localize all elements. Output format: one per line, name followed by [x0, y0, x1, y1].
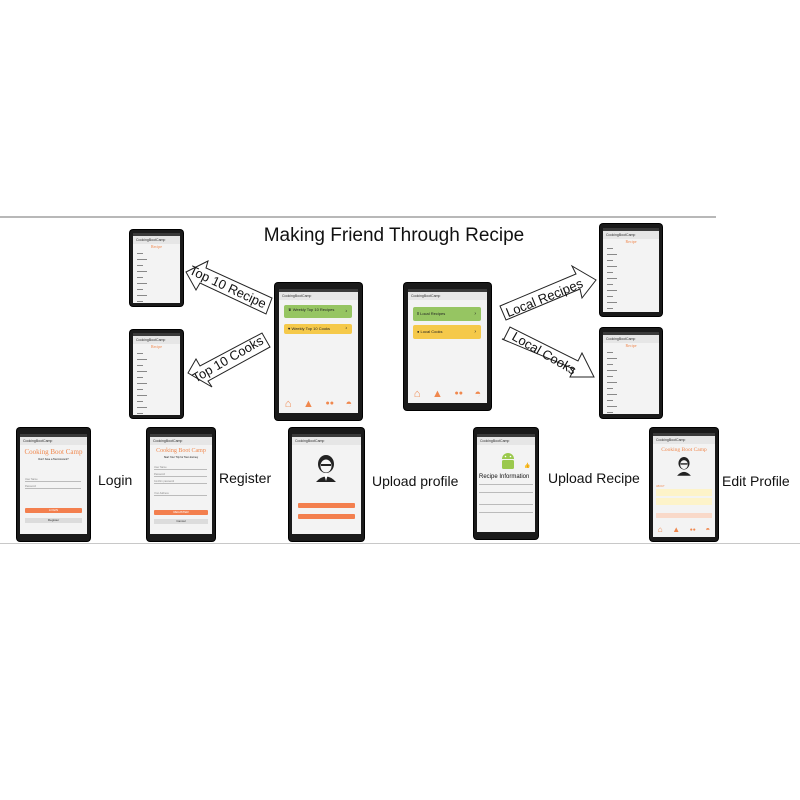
chevron-right-icon: › [345, 308, 347, 314]
edit-profile-label: Edit Profile [722, 473, 790, 489]
password-field[interactable]: Password [25, 485, 81, 489]
hat-icon[interactable]: ▲ [672, 525, 681, 534]
thumbs-up-icon[interactable]: 👍 [524, 463, 531, 469]
top-divider [0, 216, 716, 218]
cook-list [133, 349, 180, 415]
bottom-nav: ⌂ ▲ ●● ◓ [279, 398, 358, 410]
weekly-top-recipes-button[interactable]: ♛ Weekly Top 10 Recipes › [284, 305, 352, 318]
bottom-nav: ⌂ ▲ ●● ◓ [653, 525, 715, 535]
phone-register: CookingBootCamp Cooking Boot Camp Start … [147, 428, 215, 541]
register-button[interactable]: REGISTER [154, 510, 208, 515]
chevron-right-icon: › [474, 311, 476, 317]
chevron-right-icon: › [345, 325, 347, 332]
local-recipes-arrow: Local Recipes [499, 264, 597, 321]
username-field[interactable]: User Name [25, 478, 81, 482]
phone-login: CookingBootCamp Cooking Boot Camp Don't … [17, 428, 90, 541]
recipe-heading: Recipe [150, 244, 163, 249]
local-recipes-arrow-label: Local Recipes [504, 275, 586, 320]
diagram-title: Making Friend Through Recipe [263, 225, 525, 246]
recipe-heading: Recipe [625, 239, 637, 244]
dots-icon[interactable]: ●● [689, 527, 696, 533]
phone-local-menu: CookingBootCamp Ⅱ Local Recipes › ● Loca… [404, 283, 491, 410]
home-icon[interactable]: ⌂ [657, 525, 663, 534]
upload-profile-label: Upload profile [372, 473, 459, 489]
recipe-info-heading: Recipe Information [479, 474, 530, 480]
medal-icon: ♥ [288, 326, 291, 331]
save-profile-button[interactable] [298, 514, 355, 519]
login-tagline: Don't have a Tast Account? [38, 458, 69, 461]
home-icon[interactable]: ⌂ [413, 388, 421, 400]
top-recipe-arrow-label: Top 10 Recipe [187, 263, 269, 312]
dots-icon[interactable]: ●● [454, 390, 463, 397]
profile-section-label: ABOUT [656, 485, 665, 488]
top-cooks-arrow: Top 10 Cooks [187, 332, 271, 388]
register-password[interactable]: Password [154, 473, 207, 477]
local-cooks-arrow-label: Local Cooks [510, 329, 580, 378]
phone-local-recipes: CookingBootCamp Recipe [600, 224, 662, 316]
chevron-right-icon: › [474, 329, 476, 335]
profile-field-1[interactable] [656, 489, 712, 496]
home-icon[interactable]: ⌂ [284, 398, 292, 410]
phone-top-recipes: CookingBootCamp Recipe [130, 230, 183, 306]
brand-title: Cooking Boot Camp [661, 447, 707, 453]
fork-knife-icon: Ⅱ [417, 311, 419, 316]
phone-top-cooks: CookingBootCamp Recipe [130, 330, 183, 418]
local-cooks-arrow: Local Cooks [501, 326, 595, 378]
register-tagline: Start Your Trip for Tast Journey [163, 456, 199, 459]
upload-photo-button[interactable] [298, 503, 355, 508]
local-cooks-button[interactable]: ● Local Cooks › [413, 325, 481, 339]
profile-icon[interactable]: ◓ [474, 388, 482, 400]
phone-local-cooks: CookingBootCamp Recipe [600, 328, 662, 418]
login-label: Login [98, 472, 133, 488]
local-recipes-button[interactable]: Ⅱ Local Recipes › [413, 307, 481, 321]
android-icon [502, 453, 514, 469]
upload-recipe-label: Upload Recipe [548, 470, 640, 486]
register-label: Register [219, 470, 272, 486]
recipe-heading: Recipe [625, 343, 637, 348]
profile-field-3[interactable] [656, 513, 712, 518]
phone-upload-profile: CookingBootCamp [289, 428, 364, 541]
register-confirm[interactable]: Confirm password [154, 480, 207, 484]
profile-icon[interactable]: ◓ [705, 525, 711, 534]
recipe-list [603, 244, 659, 312]
bottom-nav: ⌂ ▲ ●● ◓ [408, 388, 487, 400]
location-pin-icon: ● [417, 329, 420, 334]
phone-edit-profile: CookingBootCamp Cooking Boot Camp ABOUT … [650, 428, 718, 541]
hat-icon[interactable]: ▲ [303, 398, 314, 410]
brand-title: Cooking Boot Camp [24, 448, 83, 456]
profile-field-2[interactable] [656, 498, 712, 505]
avatar [677, 457, 691, 476]
avatar [316, 455, 336, 482]
weekly-top-cooks-button[interactable]: ♥ Weekly Top 10 Cooks › [284, 324, 352, 334]
bottom-divider [0, 543, 800, 544]
register-username[interactable]: User Name [154, 466, 207, 470]
top-recipe-arrow: Top 10 Recipe [185, 260, 273, 315]
phone-weekly-menu: CookingBootCamp ♛ Weekly Top 10 Recipes … [275, 283, 362, 420]
recipe-list [133, 249, 180, 303]
login-button[interactable]: LOGIN [25, 508, 82, 513]
cook-list [603, 348, 659, 414]
phone-upload-recipe: CookingBootCamp 👍 Recipe Information [474, 428, 538, 539]
register-address[interactable]: Your Address [154, 492, 207, 496]
top-cooks-arrow-label: Top 10 Cooks [190, 332, 267, 385]
brand-title: Cooking Boot Camp [156, 448, 206, 454]
trophy-icon: ♛ [288, 307, 292, 312]
profile-icon[interactable]: ◓ [345, 398, 353, 410]
cancel-button[interactable]: Cancel [154, 519, 208, 524]
register-link[interactable]: Register [25, 518, 82, 523]
hat-icon[interactable]: ▲ [432, 388, 443, 400]
dots-icon[interactable]: ●● [325, 400, 334, 407]
recipe-heading: Recipe [150, 344, 163, 349]
